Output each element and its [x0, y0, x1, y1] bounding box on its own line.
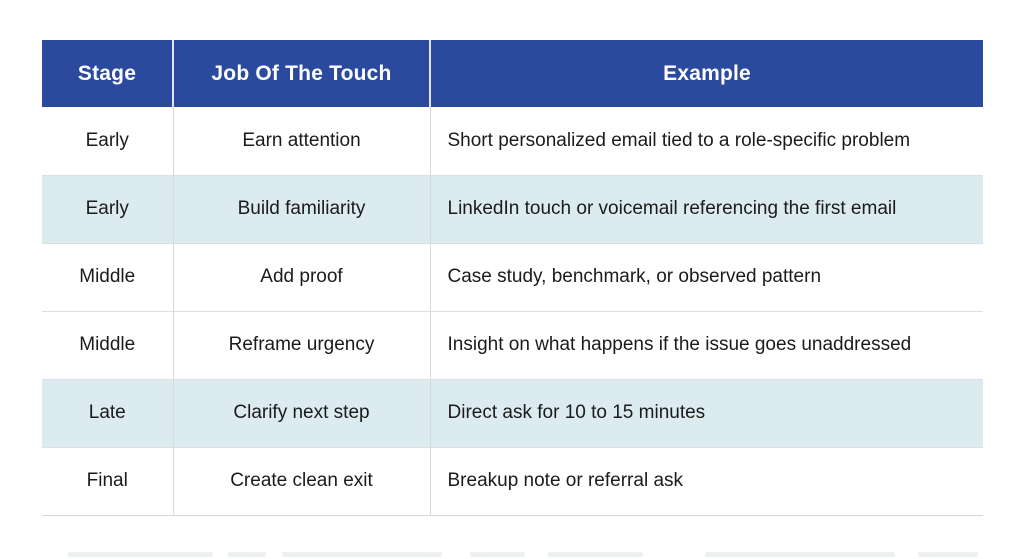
touch-stages-table-container: Stage Job Of The Touch Example Early Ear… [42, 40, 983, 516]
table-row: Late Clarify next step Direct ask for 10… [42, 378, 983, 447]
table-row: Middle Reframe urgency Insight on what h… [42, 310, 983, 379]
job-cell: Earn attention [173, 107, 431, 175]
example-cell: Case study, benchmark, or observed patte… [430, 242, 983, 311]
stage-cell: Middle [42, 310, 174, 379]
column-header-job: Job Of The Touch [173, 40, 431, 107]
table-row: Early Build familiarity LinkedIn touch o… [42, 174, 983, 243]
stage-cell: Middle [42, 242, 174, 311]
job-cell: Create clean exit [173, 446, 431, 516]
column-header-stage: Stage [42, 40, 174, 107]
job-cell: Add proof [173, 242, 431, 311]
column-header-example: Example [430, 40, 983, 107]
stage-cell: Early [42, 174, 174, 243]
example-cell: Short personalized email tied to a role-… [430, 107, 983, 175]
example-cell: LinkedIn touch or voicemail referencing … [430, 174, 983, 243]
header-row: Stage Job Of The Touch Example [42, 40, 983, 107]
example-cell: Breakup note or referral ask [430, 446, 983, 516]
table-row: Middle Add proof Case study, benchmark, … [42, 242, 983, 311]
job-cell: Clarify next step [173, 378, 431, 447]
stage-cell: Early [42, 107, 174, 175]
job-cell: Build familiarity [173, 174, 431, 243]
table-row: Final Create clean exit Breakup note or … [42, 446, 983, 516]
table-row: Early Earn attention Short personalized … [42, 107, 983, 175]
table-body: Early Earn attention Short personalized … [42, 107, 983, 516]
table-header: Stage Job Of The Touch Example [42, 40, 983, 107]
example-cell: Direct ask for 10 to 15 minutes [430, 378, 983, 447]
stage-cell: Late [42, 378, 174, 447]
example-cell: Insight on what happens if the issue goe… [430, 310, 983, 379]
stage-cell: Final [42, 446, 174, 516]
job-cell: Reframe urgency [173, 310, 431, 379]
cutoff-content-fragment [0, 550, 1024, 559]
touch-stages-table: Stage Job Of The Touch Example Early Ear… [42, 40, 983, 516]
